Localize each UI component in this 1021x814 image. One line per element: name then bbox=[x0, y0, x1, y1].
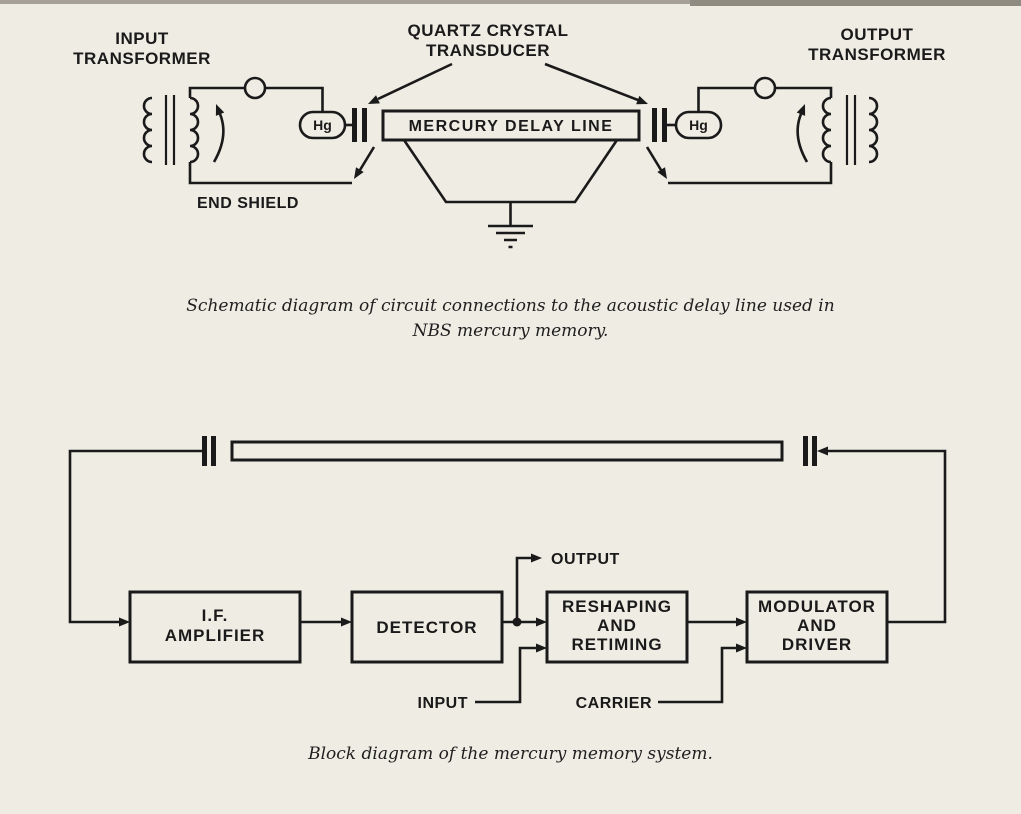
arrow-ifamp-to-detector bbox=[300, 617, 352, 627]
box-detector: DETECTOR bbox=[350, 590, 504, 664]
box-modulator-driver: MODULATOR AND DRIVER bbox=[745, 590, 889, 664]
hg-label-left: Hg bbox=[313, 117, 332, 133]
carrier-arrow bbox=[658, 643, 747, 704]
output-arrow bbox=[515, 553, 542, 622]
end-shield-ring-right bbox=[753, 76, 777, 100]
box-if-amplifier-line2: AMPLIFIER bbox=[165, 626, 266, 645]
box-if-amplifier: I.F. AMPLIFIER bbox=[128, 590, 302, 664]
feedback-wire-right bbox=[817, 446, 947, 624]
block-caption: Block diagram of the mercury memory syst… bbox=[308, 744, 713, 764]
end-shield-wire-right bbox=[668, 162, 833, 185]
box-modulator-line1: MODULATOR bbox=[758, 597, 876, 616]
input-label: INPUT bbox=[418, 695, 469, 712]
scan-edge-artifact bbox=[0, 0, 1021, 4]
box-detector-label: DETECTOR bbox=[376, 618, 477, 637]
input-transformer-label-line2: TRANSFORMER bbox=[73, 49, 211, 68]
arrow-reshaping-to-modulator bbox=[687, 617, 747, 627]
output-transformer-flux-arrow bbox=[796, 104, 809, 163]
box-if-amplifier-line1: I.F. bbox=[202, 606, 229, 625]
delay-line-support bbox=[402, 139, 619, 204]
quartz-pointer-arrow-right bbox=[544, 62, 648, 105]
box-reshaping-line1: RESHAPING bbox=[562, 597, 672, 616]
box-reshaping-line3: RETIMING bbox=[571, 635, 662, 654]
carrier-label: CARRIER bbox=[576, 695, 652, 712]
wire-left-top bbox=[188, 86, 245, 98]
end-shield-ring-left bbox=[243, 76, 267, 100]
hg-label-right: Hg bbox=[689, 117, 708, 133]
quartz-crystal-right-icon bbox=[652, 108, 667, 142]
input-transformer-label-line1: INPUT bbox=[115, 29, 169, 48]
input-arrow bbox=[475, 643, 547, 704]
output-transformer-label-line2: TRANSFORMER bbox=[808, 45, 946, 64]
transducer-right-icon bbox=[803, 436, 817, 466]
feedback-wire-left bbox=[68, 449, 202, 627]
output-label: OUTPUT bbox=[551, 551, 620, 568]
mercury-delay-line-box bbox=[381, 109, 641, 142]
arrow-detector-to-reshaping bbox=[502, 617, 547, 627]
quartz-pointer-arrow-left bbox=[368, 62, 453, 104]
transducer-left-icon bbox=[202, 436, 216, 466]
wire-right-top bbox=[775, 86, 833, 98]
quartz-crystal-label-line2: TRANSDUCER bbox=[426, 41, 550, 60]
output-transformer-label-line1: OUTPUT bbox=[841, 25, 914, 44]
end-shield-arrow-right bbox=[645, 146, 667, 179]
end-shield-arrow-left bbox=[354, 146, 376, 179]
schematic-diagram: INPUT TRANSFORMER QUARTZ CRYSTAL TRANSDU… bbox=[73, 21, 946, 249]
schematic-caption: Schematic diagram of circuit connections… bbox=[0, 294, 1021, 344]
box-modulator-line2: AND bbox=[797, 616, 837, 635]
wire-capsule-to-ring-right bbox=[697, 86, 755, 112]
box-modulator-line3: DRIVER bbox=[782, 635, 852, 654]
input-transformer-flux-arrow bbox=[212, 104, 225, 163]
schematic-caption-line2: NBS mercury memory. bbox=[412, 321, 609, 341]
ground-symbol bbox=[488, 224, 533, 249]
wire-left-to-capsule bbox=[265, 86, 324, 112]
end-shield-label: END SHIELD bbox=[197, 195, 299, 212]
quartz-crystal-label-line1: QUARTZ CRYSTAL bbox=[408, 21, 569, 40]
block-diagram: I.F. AMPLIFIER DETECTOR RESHAPING AND RE… bbox=[68, 436, 947, 712]
output-transformer-coils bbox=[821, 95, 879, 165]
mercury-delay-line-label: MERCURY DELAY LINE bbox=[409, 118, 614, 135]
quartz-crystal-left-icon bbox=[352, 108, 367, 142]
delay-line-bar bbox=[230, 440, 784, 462]
box-reshaping-retiming: RESHAPING AND RETIMING bbox=[545, 590, 689, 664]
end-shield-wire-left bbox=[188, 162, 352, 185]
box-reshaping-line2: AND bbox=[597, 616, 637, 635]
scan-edge-artifact-dark bbox=[690, 0, 1021, 6]
schematic-caption-line1: Schematic diagram of circuit connections… bbox=[186, 296, 835, 316]
input-transformer-coils bbox=[142, 95, 200, 165]
